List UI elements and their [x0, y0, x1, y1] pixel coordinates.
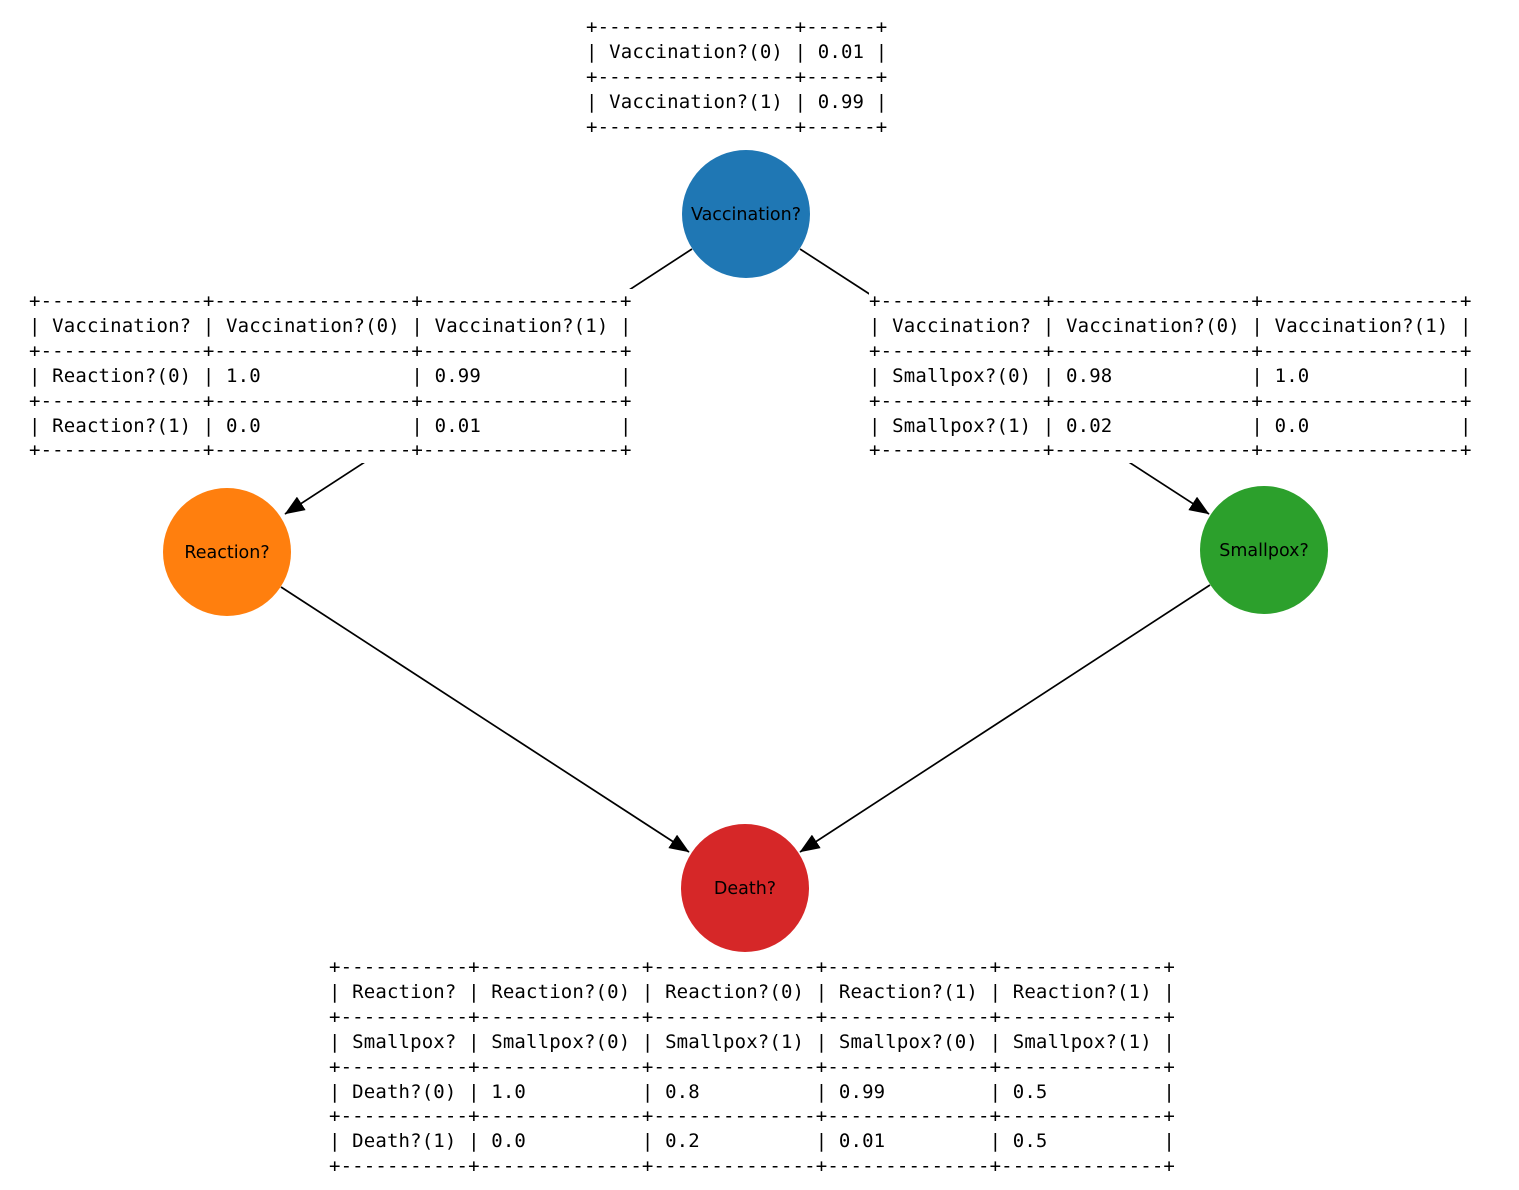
edge-smallpox-to-death — [799, 584, 1211, 853]
cpd-table-reaction: +--------------+-----------------+------… — [29, 289, 632, 464]
node-vaccination — [682, 150, 810, 278]
cpd-table-smallpox: +--------------+-----------------+------… — [869, 289, 1472, 464]
edge-reaction-to-death — [280, 586, 690, 853]
node-vaccination-label: Vaccination? — [691, 205, 801, 225]
cpd-table-death: +-----------+--------------+------------… — [329, 955, 1175, 1180]
node-smallpox — [1200, 486, 1328, 614]
node-reaction — [163, 488, 291, 616]
node-smallpox-label: Smallpox? — [1219, 541, 1309, 561]
cpd-table-vaccination: +-----------------+------+ | Vaccination… — [586, 15, 888, 140]
node-death — [681, 824, 809, 952]
node-reaction-label: Reaction? — [184, 543, 269, 563]
node-death-label: Death? — [714, 879, 776, 899]
